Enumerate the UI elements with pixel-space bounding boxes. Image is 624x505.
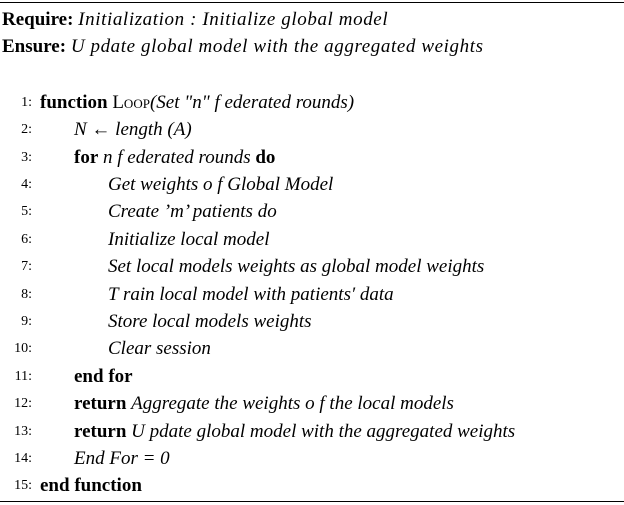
line-number: 4: bbox=[21, 177, 32, 192]
ensure-text: U pdate global model with the aggregated… bbox=[70, 36, 484, 57]
line-number: 2: bbox=[21, 122, 32, 137]
line-number: 5: bbox=[21, 204, 32, 219]
line-code: End For = 0 bbox=[74, 448, 170, 469]
line-number: 11: bbox=[14, 369, 32, 384]
procedure-name: Loop bbox=[112, 92, 150, 113]
line-number: 10: bbox=[14, 341, 32, 356]
keyword: return bbox=[74, 421, 127, 442]
line-code: function Loop(Set "n" f ederated rounds) bbox=[40, 89, 354, 116]
return-expression: Aggregate the weights o f the local mode… bbox=[131, 393, 454, 414]
require-label: Require: bbox=[2, 9, 74, 30]
line-code: T rain local model with patients′ data bbox=[108, 284, 394, 305]
line-code: Create ’m’ patients do bbox=[108, 201, 277, 222]
line-number: 15: bbox=[14, 478, 32, 493]
line-number: 6: bbox=[21, 232, 32, 247]
require-text: Initialization : Initialize global model bbox=[78, 9, 389, 30]
keyword: function bbox=[40, 92, 108, 113]
line-code: Clear session bbox=[108, 338, 211, 359]
top-rule bbox=[0, 2, 624, 3]
keyword: do bbox=[255, 147, 276, 168]
line-code: return U pdate global model with the agg… bbox=[74, 418, 515, 445]
line-number: 13: bbox=[14, 424, 32, 439]
ensure-line: Ensure: U pdate global model with the ag… bbox=[2, 34, 484, 60]
line-number: 7: bbox=[21, 259, 32, 274]
line-number: 9: bbox=[21, 314, 32, 329]
line-number: 1: bbox=[21, 95, 32, 110]
line-code: Set local models weights as global model… bbox=[108, 256, 485, 277]
procedure-args: (Set "n" f ederated rounds) bbox=[149, 92, 355, 113]
line-number: 8: bbox=[21, 287, 32, 302]
line-number: 3: bbox=[21, 150, 32, 165]
line-code: Get weights o f Global Model bbox=[108, 174, 334, 195]
line-code: end function bbox=[40, 475, 142, 496]
line-number: 14: bbox=[14, 451, 32, 466]
return-expression: U pdate global model with the aggregated… bbox=[131, 421, 516, 442]
line-number: 12: bbox=[14, 396, 32, 411]
line-code: return Aggregate the weights o f the loc… bbox=[74, 390, 454, 417]
line-code: N ← length (A) bbox=[74, 119, 192, 140]
ensure-label: Ensure: bbox=[2, 36, 67, 57]
loop-condition: n f ederated rounds bbox=[103, 147, 251, 168]
line-code: Initialize local model bbox=[108, 229, 270, 250]
line-code: end for bbox=[74, 366, 133, 387]
bottom-rule bbox=[0, 501, 624, 502]
require-line: Require: Initialization : Initialize glo… bbox=[2, 7, 388, 33]
keyword: for bbox=[74, 147, 99, 168]
line-code: Store local models weights bbox=[108, 311, 312, 332]
line-code: for n f ederated rounds do bbox=[74, 144, 275, 171]
keyword: return bbox=[74, 393, 127, 414]
